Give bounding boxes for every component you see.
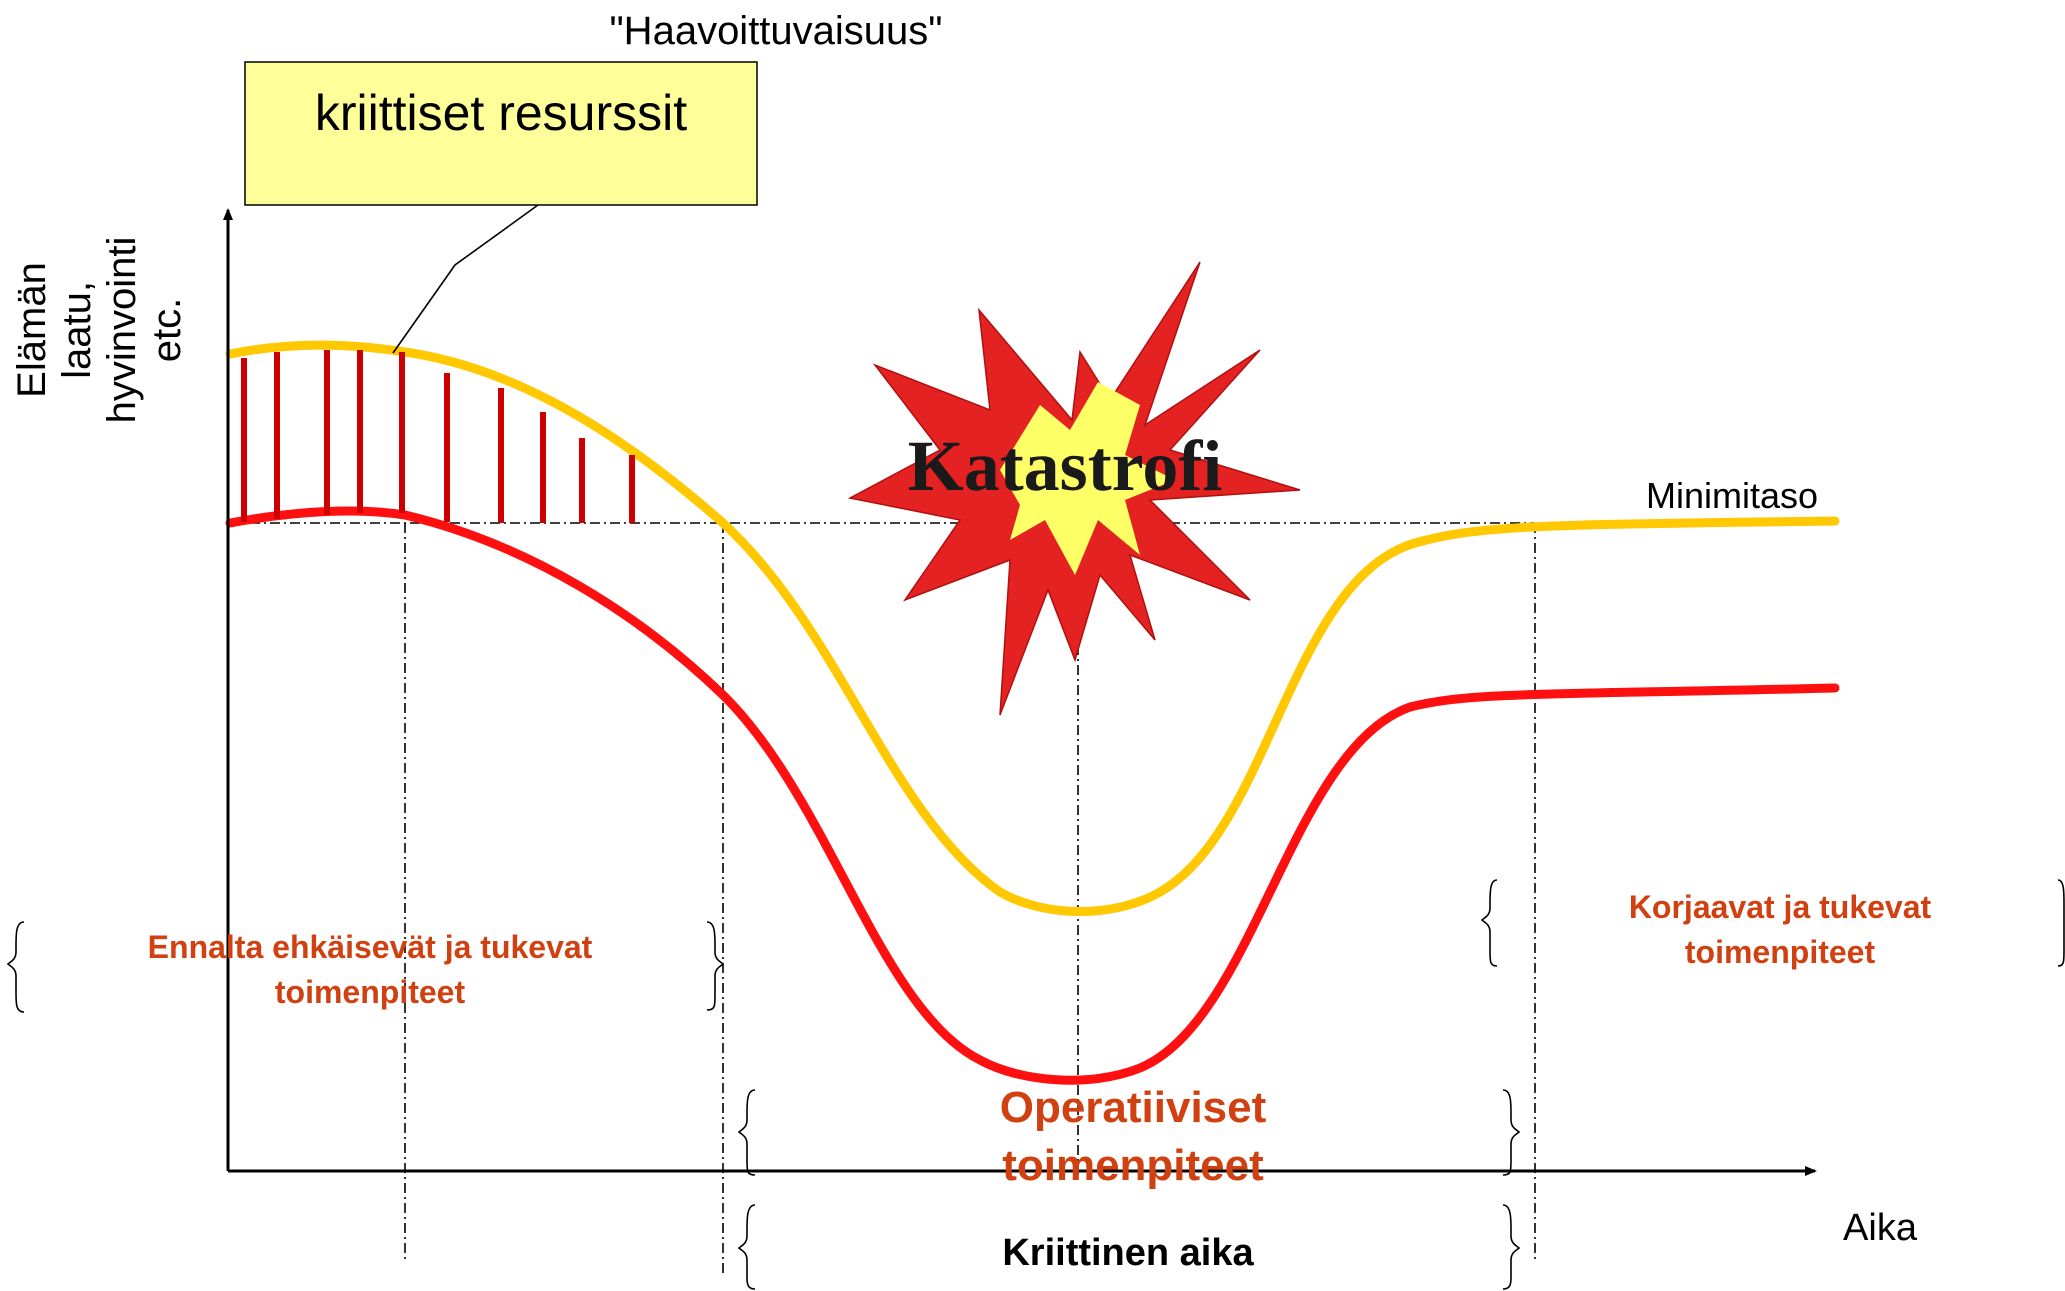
minimum-level-label: Minimitaso [1646,475,1818,516]
brace-corrective-right [2057,879,2065,967]
resource-curve [225,340,1840,916]
callout-text: kriittiset resurssit [315,85,687,141]
brace-operative-right [1502,1089,1521,1176]
svg-text:Operatiiviset: Operatiiviset [1000,1083,1267,1132]
svg-text:Elämän: Elämän [10,262,54,398]
svg-text:etc.: etc. [145,298,189,362]
svg-text:toimenpiteet: toimenpiteet [275,974,466,1010]
y-axis-label: Elämän laatu, hyvinvointi etc. [10,237,189,424]
svg-text:toimenpiteet: toimenpiteet [1002,1141,1264,1190]
svg-text:Ennalta ehkäisevät ja tukevat: Ennalta ehkäisevät ja tukevat [148,929,593,965]
corrective-measures-label: Korjaavat ja tukevat toimenpiteet [1629,889,1932,970]
brace-corrective-left [1480,879,1498,967]
brace-critical-left [737,1204,756,1290]
callout-box [244,61,758,206]
wellbeing-curve [225,506,1840,1085]
svg-text:toimenpiteet: toimenpiteet [1685,934,1876,970]
brace-critical-right [1502,1204,1521,1290]
preventive-measures-label: Ennalta ehkäisevät ja tukevat toimenpite… [148,929,593,1010]
svg-text:Korjaavat ja tukevat: Korjaavat ja tukevat [1629,889,1932,925]
explosion-icon [847,261,1301,716]
svg-text:hyvinvointi: hyvinvointi [100,237,144,424]
diagram-title: "Haavoittuvaisuus" [609,9,942,53]
x-axis-label: Aika [1843,1207,1918,1249]
brace-preventive-left [6,921,25,1013]
explosion-label: Katastrofi [908,426,1223,506]
critical-time-label: Kriittinen aika [1002,1232,1254,1274]
callout-pointer [392,204,539,354]
svg-text:laatu,: laatu, [55,281,99,379]
resource-bars [241,350,635,523]
reference-lines [230,522,1536,1275]
brace-preventive-right [706,921,725,1011]
braces [6,879,2065,1290]
brace-operative-left [737,1089,756,1176]
operative-measures-label: Operatiiviset toimenpiteet [1000,1083,1267,1190]
